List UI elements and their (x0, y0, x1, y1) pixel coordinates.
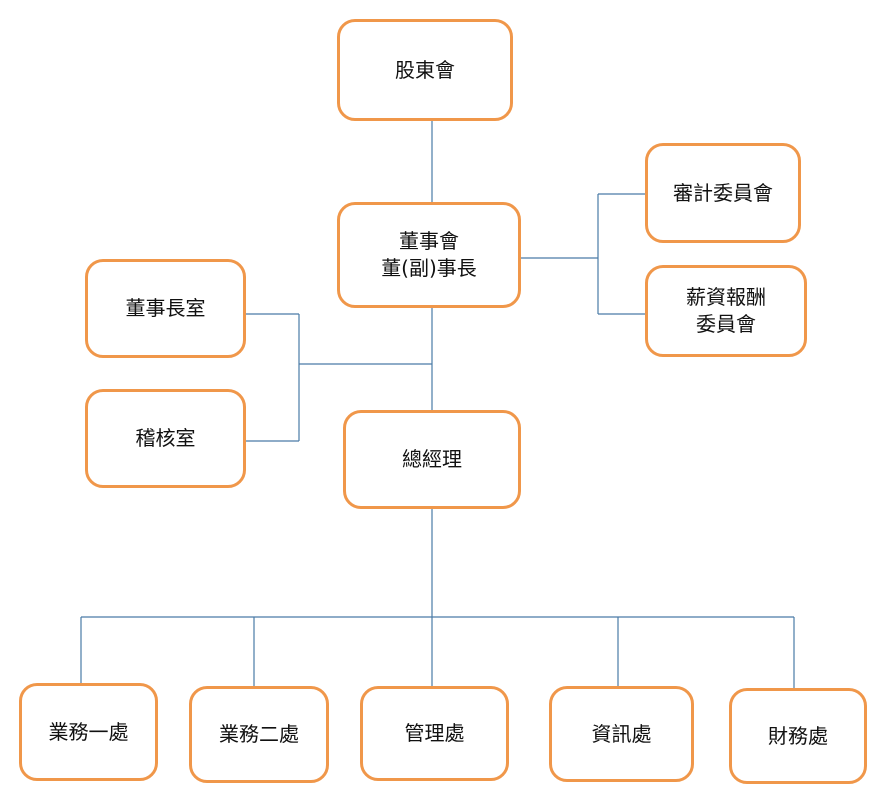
node-it-dept: 資訊處 (549, 686, 694, 782)
node-audit-committee: 審計委員會 (645, 143, 801, 243)
node-management-dept: 管理處 (360, 686, 509, 781)
node-general-manager: 總經理 (343, 410, 521, 509)
node-board-of-directors: 董事會 董(副)事長 (337, 202, 521, 308)
node-audit-office: 稽核室 (85, 389, 246, 488)
node-finance-dept: 財務處 (729, 688, 867, 784)
node-chairman-office: 董事長室 (85, 259, 246, 358)
node-remuneration-committee: 薪資報酬 委員會 (645, 265, 807, 357)
node-business-dept-1: 業務一處 (19, 683, 158, 781)
node-shareholders-meeting: 股東會 (337, 19, 513, 121)
node-business-dept-2: 業務二處 (189, 686, 329, 783)
